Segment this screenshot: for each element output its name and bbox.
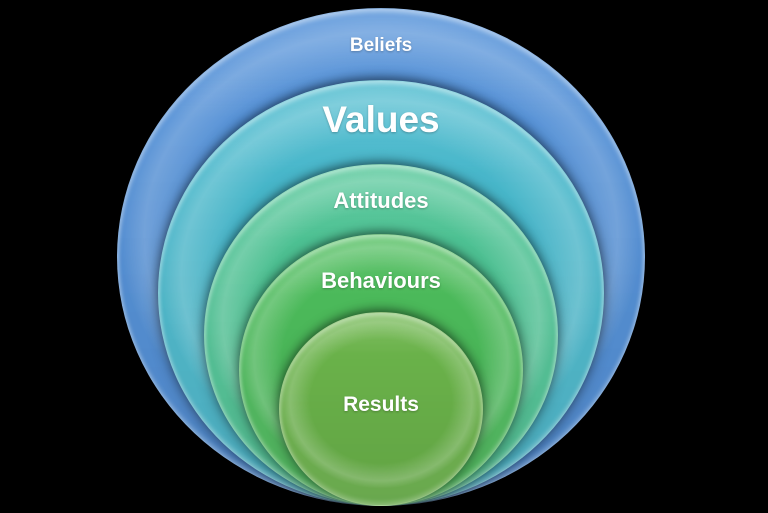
label-attitudes: Attitudes (333, 188, 429, 213)
label-beliefs: Beliefs (349, 35, 413, 56)
circle-results: Results (279, 312, 483, 506)
label-values: Values (322, 99, 440, 140)
label-results: Results (343, 393, 419, 416)
label-behaviours: Behaviours (321, 268, 441, 293)
